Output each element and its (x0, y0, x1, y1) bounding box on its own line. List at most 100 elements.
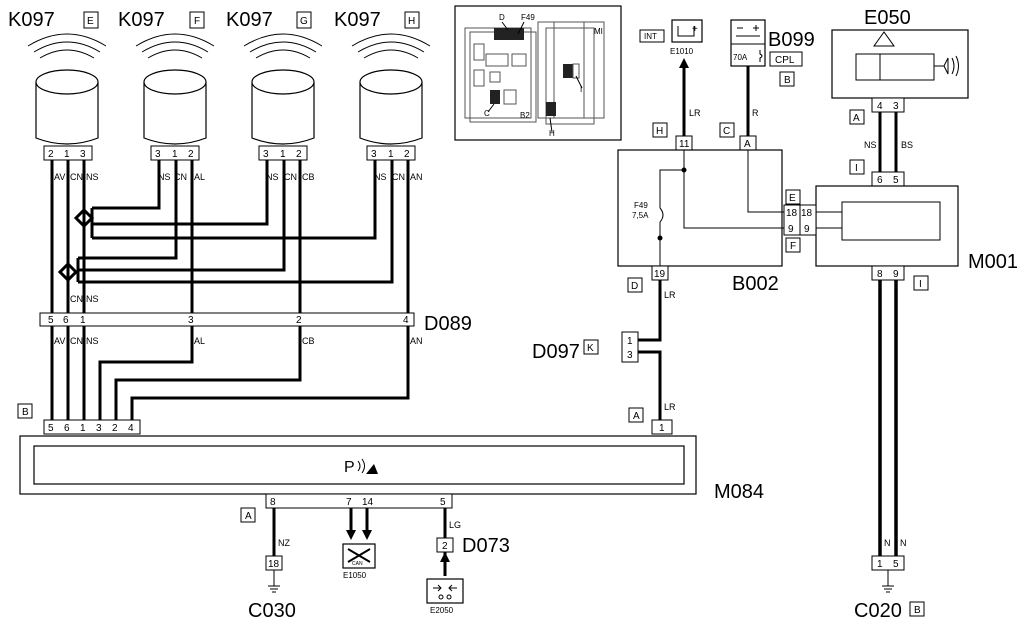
svg-text:F49: F49 (521, 13, 535, 22)
svg-text:I: I (580, 85, 582, 94)
splice-ns (73, 207, 95, 229)
svg-text:1: 1 (80, 315, 86, 326)
svg-text:AL: AL (194, 172, 205, 182)
c030-label: C030 (248, 600, 296, 622)
m084-tag-a-right: A (633, 411, 640, 422)
sensor-body (143, 82, 207, 145)
b099-label: B099 (768, 29, 815, 51)
svg-text:N: N (884, 538, 891, 548)
b002-tag-d: D (631, 281, 638, 292)
svg-text:70A: 70A (733, 53, 748, 62)
svg-text:3: 3 (893, 101, 899, 112)
svg-text:LR: LR (689, 108, 701, 118)
svg-text:18: 18 (786, 208, 798, 219)
svg-text:AV: AV (54, 336, 65, 346)
sensor-e-tag: E (87, 16, 94, 27)
svg-text:3: 3 (627, 350, 633, 361)
d097-tag-a (628, 407, 644, 423)
svg-text:4: 4 (403, 315, 409, 326)
svg-text:4: 4 (877, 101, 883, 112)
svg-text:18: 18 (268, 559, 280, 570)
svg-text:C: C (723, 126, 730, 137)
c020-label: C020 (854, 600, 902, 622)
svg-text:+: + (692, 24, 698, 35)
svg-text:1: 1 (877, 559, 883, 570)
svg-text:NS: NS (374, 172, 387, 182)
svg-text:2: 2 (296, 315, 302, 326)
svg-text:AN: AN (410, 172, 423, 182)
location-panel: D F49 MI I C B2 H (454, 5, 622, 141)
svg-text:3: 3 (263, 149, 269, 160)
svg-text:AL: AL (194, 336, 205, 346)
fuse-icon (659, 207, 664, 223)
sensor-f-tag: F (194, 16, 200, 27)
svg-text:NS: NS (86, 336, 99, 346)
svg-text:H: H (656, 126, 663, 137)
signal-waves-icon (243, 33, 323, 59)
sensor-wiring (50, 160, 410, 313)
svg-text:NS: NS (86, 172, 99, 182)
m084-top-connector (43, 419, 141, 435)
svg-text:P: P (344, 459, 355, 476)
svg-text:6: 6 (64, 423, 70, 434)
svg-text:9: 9 (804, 224, 810, 235)
svg-text:CPL: CPL (775, 55, 795, 66)
m084-right-connector (651, 419, 673, 435)
svg-text:CB: CB (302, 172, 315, 182)
svg-text:BS: BS (901, 140, 913, 150)
svg-text:18: 18 (801, 208, 813, 219)
b002-label: B002 (732, 273, 779, 295)
svg-text:R: R (752, 108, 759, 118)
signal-waves-icon (27, 33, 107, 59)
svg-text:8: 8 (877, 269, 883, 280)
ground-icon (268, 585, 280, 593)
svg-text:AN: AN (410, 336, 423, 346)
module-m001: I 6 5 18 9 M001 8 9 I (799, 159, 1018, 291)
svg-text:NS: NS (864, 140, 877, 150)
m084-label: M084 (714, 481, 764, 503)
connector-d097: 1 3 D097 K LR (532, 331, 676, 420)
sensor-e: K097 E 2 1 3 (8, 9, 107, 161)
svg-text:F49: F49 (634, 201, 648, 210)
sensor-wire-labels: AV CN NS NS CN AL NS CN CB NS CN AN (54, 172, 423, 182)
sensor-h-tag: H (408, 16, 415, 27)
warning-icon (873, 31, 895, 47)
m084-inner (33, 445, 685, 485)
d073-label: D073 (462, 535, 510, 557)
m084-tag-a-bottom: A (245, 511, 252, 522)
e1010-label: E1010 (670, 47, 694, 56)
sensor-g-code: K097 (226, 9, 273, 31)
svg-text:H: H (549, 129, 555, 138)
svg-text:NS: NS (158, 172, 171, 182)
svg-text:MI: MI (594, 27, 603, 36)
sensor-body (359, 82, 423, 145)
b002-body (617, 149, 783, 267)
sensor-f: K097 F 3 1 2 (118, 9, 215, 161)
sensor-body (251, 82, 315, 145)
svg-text:3: 3 (96, 423, 102, 434)
sensor-body (35, 82, 99, 145)
svg-text:CN: CN (70, 336, 83, 346)
svg-text:1: 1 (172, 149, 178, 160)
svg-text:CAN: CAN (352, 561, 363, 567)
m001-tag-i-top: I (855, 163, 858, 174)
power-e1010: INT + E1010 LR H 11 (639, 19, 703, 151)
svg-text:7,5A: 7,5A (632, 211, 649, 220)
svg-text:6: 6 (877, 175, 883, 186)
svg-text:LR: LR (664, 402, 676, 412)
b002-tag-e: E (789, 193, 796, 204)
ground-c020: 1 5 C020 B (854, 555, 925, 622)
sensor-f-code: K097 (118, 9, 165, 31)
svg-text:9: 9 (893, 269, 899, 280)
can-bus-twisted-pair: N N (878, 280, 907, 556)
svg-text:NZ: NZ (278, 538, 290, 548)
d089-to-m084-wiring (50, 326, 410, 422)
svg-text:2: 2 (442, 541, 448, 552)
d089-body (39, 312, 415, 327)
svg-text:N: N (900, 538, 907, 548)
svg-text:B2: B2 (520, 111, 530, 120)
svg-text:INT: INT (644, 32, 657, 41)
svg-text:5: 5 (893, 559, 899, 570)
module-e050: E050 4 3 A NS BS (831, 7, 969, 172)
